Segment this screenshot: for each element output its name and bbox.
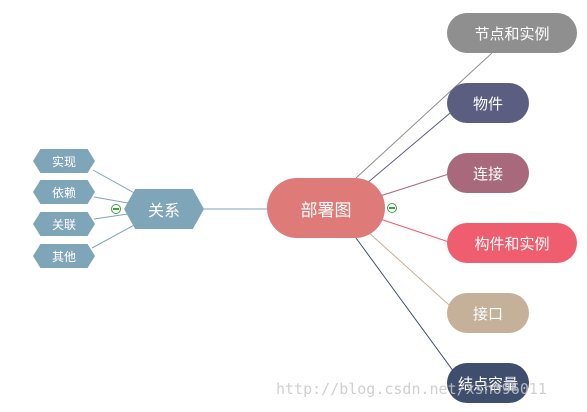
branch-label: 接口 [472, 304, 503, 323]
central-node[interactable]: 部署图 [267, 178, 385, 238]
branch-label: 结点容量 [457, 374, 518, 393]
branch-connection[interactable]: 连接 [447, 153, 529, 193]
relation-child-dependency[interactable]: 依赖 [33, 180, 95, 204]
connector-line [93, 196, 129, 204]
connector-line [355, 52, 493, 179]
relation-child-other[interactable]: 其他 [33, 244, 95, 268]
relations-node-label: 关系 [147, 201, 180, 220]
branch-label: 构件和实例 [474, 234, 550, 253]
connector-line [92, 169, 139, 196]
branch-artifact[interactable]: 物件 [447, 83, 529, 123]
branch-label: 连接 [472, 164, 503, 183]
relation-child-label: 实现 [51, 154, 76, 169]
relation-child-realization[interactable]: 实现 [33, 149, 95, 173]
relation-child-association[interactable]: 关联 [33, 212, 95, 236]
central-node-label: 部署图 [300, 200, 352, 221]
relation-child-label: 其他 [51, 249, 76, 264]
branch-components-and-instances[interactable]: 构件和实例 [447, 223, 577, 263]
connector-line [379, 172, 453, 197]
connector-line [93, 213, 129, 220]
connector-line [365, 102, 463, 185]
connector-line [379, 218, 453, 244]
branch-label: 节点和实例 [474, 24, 550, 43]
connector-lines [91, 52, 493, 384]
relations-node[interactable]: 关系 [124, 189, 204, 229]
relation-child-label: 依赖 [51, 185, 76, 200]
connector-line [367, 231, 459, 314]
branch-node-capacity[interactable]: 结点容量 [447, 363, 529, 403]
relations-collapse-toggle-icon[interactable] [111, 204, 121, 214]
branch-interface[interactable]: 接口 [447, 293, 529, 333]
watermark: http://blog.csdn.net/xsh096011 [276, 380, 547, 398]
branch-nodes-and-instances[interactable]: 节点和实例 [447, 13, 577, 53]
relation-child-label: 关联 [51, 217, 76, 232]
collapse-toggle-icon[interactable] [387, 203, 397, 213]
branch-label: 物件 [472, 94, 503, 113]
connector-line [355, 237, 463, 384]
connector-line [91, 222, 139, 249]
